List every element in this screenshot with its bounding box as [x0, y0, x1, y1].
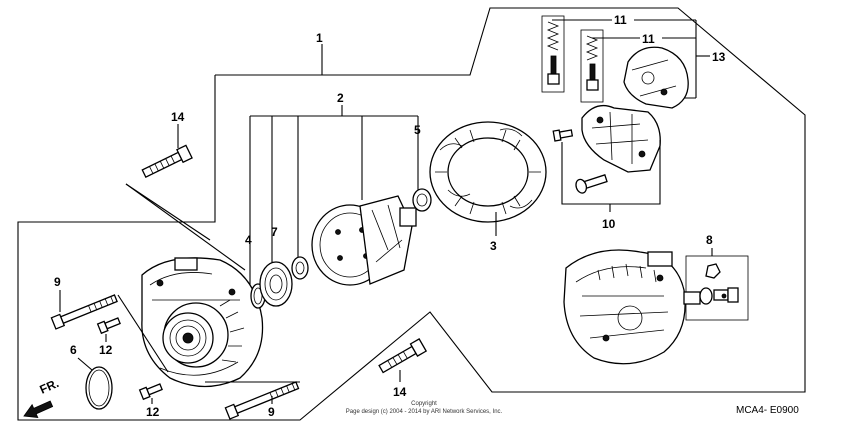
callout-label-6: 6	[70, 343, 77, 357]
callout-2: 2	[249, 91, 419, 298]
rotor-2	[311, 188, 432, 286]
callout-label-2: 2	[337, 91, 344, 105]
callout-label-1: 1	[316, 31, 323, 45]
callout-label-11-upper: 11	[614, 13, 627, 27]
brush-box-left	[541, 15, 565, 93]
callout-label-9-lower: 9	[268, 405, 275, 419]
callout-label-11-lower: 11	[642, 32, 655, 46]
front-housing-pulley	[141, 257, 264, 388]
bolt-9-left: 9	[50, 275, 169, 373]
front-direction-marker: FR.	[23, 376, 61, 418]
brush-box-right	[580, 29, 604, 103]
callout-label-9-left: 9	[54, 275, 61, 289]
diagram-code: MCA4- E0900	[736, 405, 799, 416]
plate-bearing	[291, 256, 309, 280]
copyright-line-1: Copyright	[411, 401, 437, 407]
front-marker-label: FR.	[38, 376, 61, 397]
callout-label-10: 10	[602, 217, 616, 231]
callout-label-12-lower: 12	[146, 405, 160, 419]
bolt-12-lower: 12	[138, 383, 163, 419]
callout-label-14-lower: 14	[393, 385, 407, 399]
bolt-12-upper: 12	[96, 317, 121, 357]
callout-label-7: 7	[271, 225, 278, 239]
bolt-14-upper: 14	[125, 110, 246, 271]
bolt-14-lower: 14	[378, 338, 428, 399]
callout-label-5: 5	[414, 123, 421, 137]
callout-label-8: 8	[706, 233, 713, 247]
callout-label-3: 3	[490, 239, 497, 253]
callout-label-4: 4	[245, 233, 252, 247]
callout-1: 1	[316, 31, 323, 75]
rear-cover	[563, 249, 686, 365]
callout-label-12-upper: 12	[99, 343, 113, 357]
copyright-line-2: Page design (c) 2004 - 2014 by ARI Netwo…	[346, 409, 503, 415]
callout-label-13: 13	[712, 50, 726, 64]
o-ring-6: 6	[70, 343, 113, 410]
regulator-10: 10	[552, 104, 661, 231]
callout-label-14-upper: 14	[171, 110, 185, 124]
assembly-outline	[17, 7, 806, 421]
bolt-9-lower: 9	[205, 381, 300, 420]
callout-11-13: 11 11 13	[552, 13, 726, 99]
bearing-7	[259, 261, 293, 307]
terminal-set-8: 8	[683, 233, 749, 321]
stator-3: 3	[429, 121, 547, 253]
brush-holder-cover-13	[623, 46, 689, 109]
